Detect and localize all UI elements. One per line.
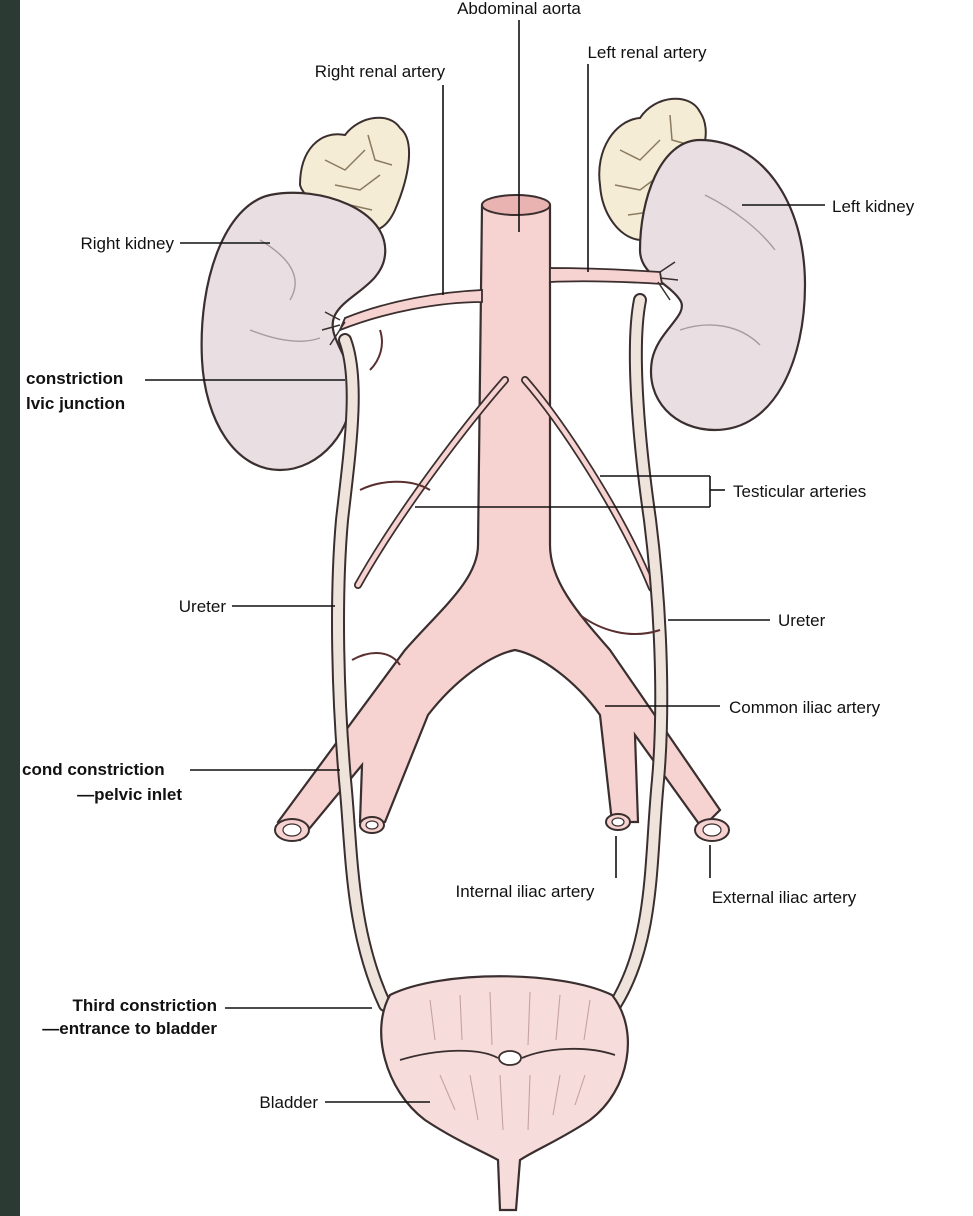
renal-branches [321, 261, 679, 346]
sidebar-strip [0, 0, 20, 1216]
label-first-constriction-line2: lvic junction [26, 394, 125, 413]
label-ureter-right-side: Ureter [778, 611, 826, 630]
right-renal-artery [338, 289, 483, 332]
label-left-kidney: Left kidney [832, 197, 915, 216]
left-renal-artery [549, 267, 664, 285]
left-adrenal-gland [598, 97, 707, 242]
left-kidney [638, 138, 807, 432]
label-bladder: Bladder [259, 1093, 318, 1112]
label-external-iliac-artery: External iliac artery [712, 888, 857, 907]
abdominal-aorta [274, 194, 730, 842]
label-right-renal-artery: Right renal artery [315, 62, 446, 81]
leader-lines [145, 20, 825, 1103]
bladder [380, 975, 629, 1212]
label-third-constriction-line2: —entrance to bladder [42, 1019, 217, 1038]
label-second-constriction-line2: —pelvic inlet [77, 785, 182, 804]
label-common-iliac-artery: Common iliac artery [729, 698, 881, 717]
label-abdominal-aorta: Abdominal aorta [457, 0, 581, 18]
label-ureter-left-side: Ureter [179, 597, 227, 616]
label-left-renal-artery: Left renal artery [587, 43, 707, 62]
label-testicular-arteries: Testicular arteries [733, 482, 866, 501]
label-second-constriction-line1: cond constriction [22, 760, 165, 779]
label-internal-iliac-artery: Internal iliac artery [456, 882, 595, 901]
label-first-constriction-line1: constriction [26, 369, 123, 388]
ureteric-vessels [351, 329, 661, 666]
label-third-constriction-line1: Third constriction [73, 996, 218, 1015]
label-right-kidney: Right kidney [80, 234, 174, 253]
